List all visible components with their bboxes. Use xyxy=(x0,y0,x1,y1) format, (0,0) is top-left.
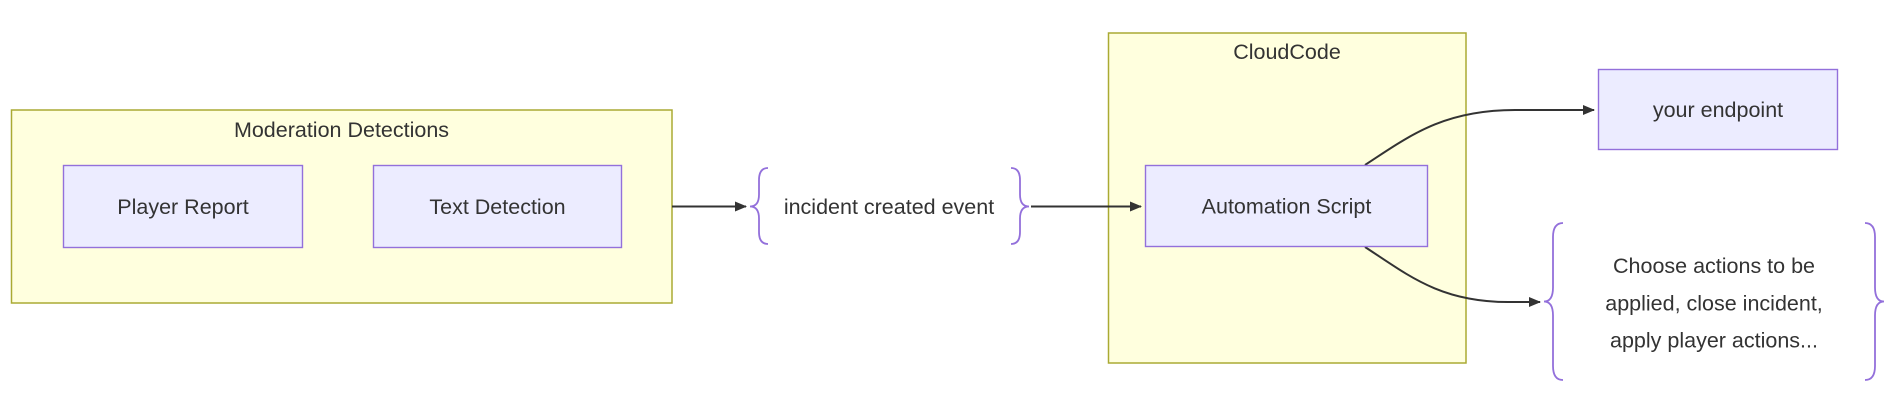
node-text-detection: Text Detection xyxy=(372,164,623,249)
node-your-endpoint: your endpoint xyxy=(1597,68,1839,151)
node-automation-script: Automation Script xyxy=(1144,164,1429,248)
brace-incident-created-event: incident created event xyxy=(749,167,1030,245)
brace-choose-actions-line-3: apply player actions... xyxy=(1610,329,1818,353)
node-player-report-label: Player Report xyxy=(117,195,248,219)
right-brace-icon xyxy=(1864,222,1885,381)
node-player-report-box xyxy=(62,164,304,249)
node-automation-script-box xyxy=(1144,164,1429,248)
node-automation-script-label: Automation Script xyxy=(1202,195,1372,219)
right-brace-icon xyxy=(1010,167,1030,245)
edge-automation-to-actions xyxy=(1364,246,1541,307)
brace-incident-created-event-label: incident created event xyxy=(784,195,994,219)
brace-choose-actions: Choose actions to be applied, close inci… xyxy=(1543,222,1885,381)
brace-choose-actions-line-2: applied, close incident, xyxy=(1605,292,1823,316)
node-text-detection-label: Text Detection xyxy=(429,195,565,219)
brace-choose-actions-line-1: Choose actions to be xyxy=(1613,254,1815,278)
left-brace-icon xyxy=(1543,222,1564,381)
edge-automation-to-endpoint xyxy=(1364,105,1595,166)
edges xyxy=(672,105,1595,307)
node-text-detection-box xyxy=(372,164,623,249)
node-your-endpoint-label: your endpoint xyxy=(1653,98,1783,122)
cluster-cloudcode-label: CloudCode xyxy=(1233,40,1341,64)
cluster-moderation-detections-label: Moderation Detections xyxy=(234,118,449,142)
node-your-endpoint-box xyxy=(1597,68,1839,151)
node-player-report: Player Report xyxy=(62,164,304,249)
left-brace-icon xyxy=(749,167,769,245)
